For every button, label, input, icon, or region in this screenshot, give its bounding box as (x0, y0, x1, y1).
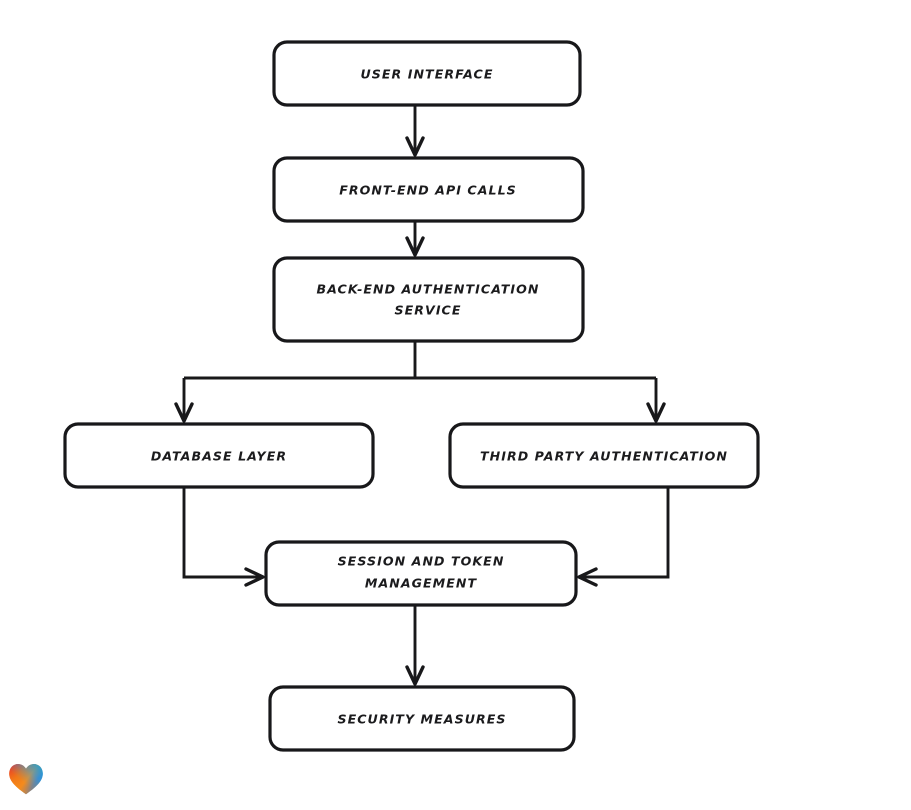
edge-session-to-security-arrowhead (405, 665, 425, 686)
node-back-end-authentication-service-label-line1: BACK-END AUTHENTICATION (316, 282, 539, 297)
node-session-and-token-management-label-line2: MANAGEMENT (365, 576, 478, 591)
edge-api-to-backend-arrowhead (405, 236, 425, 257)
edge-ui-to-api (405, 105, 425, 157)
node-back-end-authentication-service-shape[interactable] (272, 256, 585, 343)
node-session-and-token-management[interactable]: SESSION AND TOKEN MANAGEMENT (264, 540, 578, 607)
heart-icon (9, 764, 43, 795)
node-session-and-token-management-label-line1: SESSION AND TOKEN (338, 554, 505, 569)
node-front-end-api-calls[interactable]: FRONT-END API CALLS (272, 156, 585, 223)
node-session-and-token-management-shape[interactable] (264, 540, 578, 607)
edge-backend-to-database (174, 378, 194, 423)
node-user-interface-label: USER INTERFACE (361, 67, 494, 82)
node-third-party-authentication-label: THIRD PARTY AUTHENTICATION (480, 449, 728, 464)
node-back-end-authentication-service-label-line2: SERVICE (395, 303, 462, 318)
edge-database-to-session-line (182, 487, 260, 579)
node-database-layer-shape[interactable] (63, 422, 375, 489)
edge-session-to-security (405, 605, 425, 686)
edge-third-party-to-session-arrowhead (577, 567, 598, 587)
node-security-measures[interactable]: SECURITY MEASURES (268, 685, 576, 752)
node-security-measures-label: SECURITY MEASURES (337, 712, 506, 727)
edge-backend-to-database-arrowhead (174, 402, 194, 423)
edge-backend-branch (184, 341, 656, 380)
edge-third-party-to-session-line (582, 487, 670, 579)
node-front-end-api-calls-label: FRONT-END API CALLS (339, 183, 517, 198)
node-user-interface[interactable]: USER INTERFACE (272, 40, 582, 107)
edge-database-to-session-arrowhead (244, 567, 265, 587)
edge-third-party-to-session (577, 487, 670, 587)
node-third-party-authentication-shape[interactable] (448, 422, 760, 489)
node-security-measures-shape[interactable] (268, 685, 576, 752)
edge-database-to-session (182, 487, 265, 587)
node-user-interface-shape[interactable] (272, 40, 582, 107)
edge-api-to-backend (405, 221, 425, 257)
node-front-end-api-calls-shape[interactable] (272, 156, 585, 223)
edge-backend-to-third-party (646, 378, 666, 423)
node-back-end-authentication-service[interactable]: BACK-END AUTHENTICATION SERVICE (272, 256, 585, 343)
node-database-layer-label: DATABASE LAYER (151, 449, 287, 464)
node-third-party-authentication[interactable]: THIRD PARTY AUTHENTICATION (448, 422, 760, 489)
edge-ui-to-api-arrowhead (405, 136, 425, 157)
node-database-layer[interactable]: DATABASE LAYER (63, 422, 375, 489)
edge-backend-to-third-party-arrowhead (646, 402, 666, 423)
